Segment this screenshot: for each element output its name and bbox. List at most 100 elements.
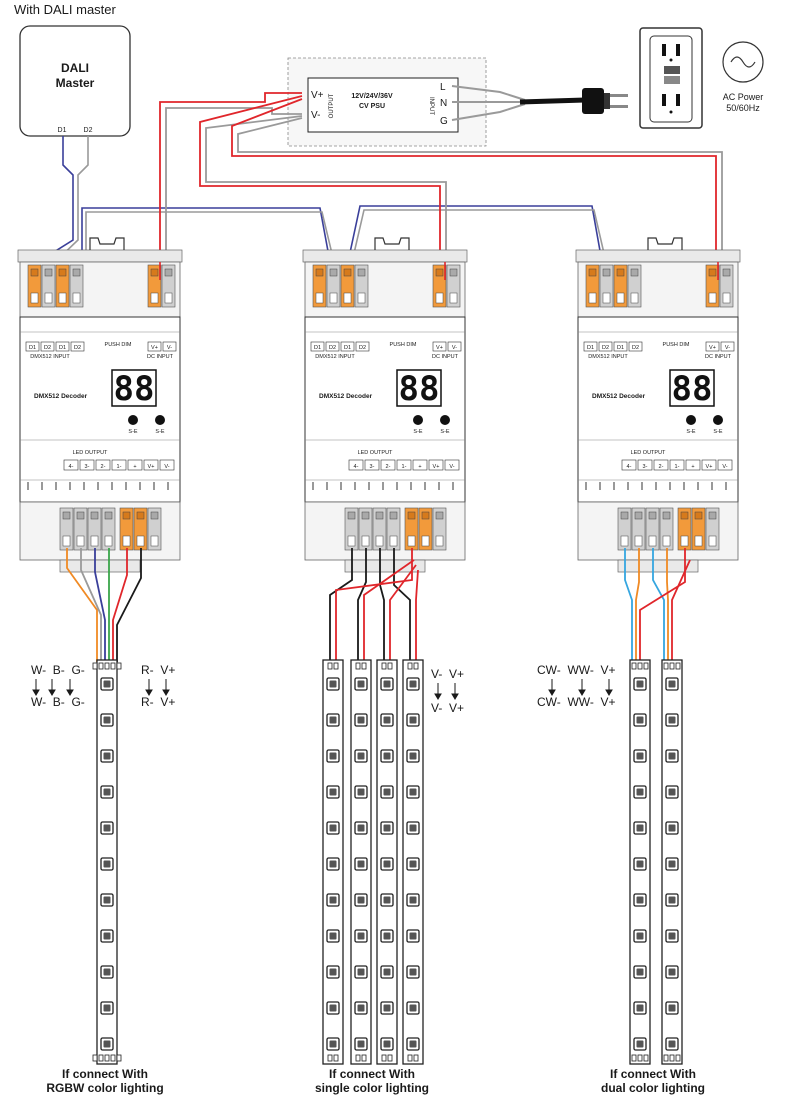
rgbw-right-top: R- V+ [141,663,175,677]
strip-pad [116,1054,122,1062]
led-chip [406,749,420,763]
led-chip [100,1037,114,1051]
strip-pad [98,1054,104,1062]
psu-out-minus: V- [311,110,320,121]
led-chip [100,713,114,727]
dc-term-box [162,341,177,352]
dmx-term-label: D2 [602,345,609,351]
psu-output-label: OUTPUT [329,93,335,118]
led-chip [380,929,394,943]
led-term-box [143,459,159,471]
segment-display: 88 [672,369,713,409]
dmx-term-box [628,341,643,352]
led-chip [380,1037,394,1051]
led-term-label: 2- [659,464,664,470]
led-chip [406,1001,420,1015]
dmx-term-box [355,341,370,352]
led-chip [633,785,647,799]
strip-pad [407,1054,413,1062]
psu-out-plus: V+ [311,90,324,101]
ac-power-label-2: 50/60Hz [726,103,760,113]
led-chip [326,677,340,691]
led-chip [326,893,340,907]
led-chip [406,1037,420,1051]
rgbw-left-bottom: W- B- G- [31,695,85,709]
led-chip [406,893,420,907]
dmx-term-box [598,341,613,352]
dali-d2-terminal: D2 [84,127,93,134]
strip-pad [407,662,413,670]
led-chip [633,929,647,943]
led-chip [100,785,114,799]
led-chip [326,1001,340,1015]
led-chip [665,785,679,799]
led-chip [100,1001,114,1015]
dmx-term-box [583,341,598,352]
led-chip [633,857,647,871]
strip-pad [104,1054,110,1062]
led-term-box [111,459,127,471]
led-term-label: 1- [117,464,122,470]
dc-term-box [147,341,162,352]
led-chip [326,713,340,727]
dual-strip-1 [629,659,651,1065]
led-term-label: 4- [69,464,74,470]
led-term-label: + [133,464,136,470]
dual-left-bottom: CW- WW- V+ [537,695,616,709]
dmx-term-label: D1 [29,345,36,351]
strip-pad [637,662,643,670]
single-strip-1 [322,659,344,1065]
led-term-label: V+ [706,464,713,470]
rgbw-right-bottom: R- V+ [141,695,175,709]
button-2-label: S-E [713,429,723,435]
led-chip [354,749,368,763]
led-chip [354,893,368,907]
strip-pad [637,1054,643,1062]
dc-term-box [447,341,462,352]
led-chip [665,929,679,943]
led-term-box [396,459,412,471]
psu-output-wires [159,92,723,262]
single-strip-4 [402,659,424,1065]
strip-pad [92,662,98,670]
led-term-box [637,459,653,471]
led-term-label: 3- [643,464,648,470]
led-chip [406,821,420,835]
strip-pad [631,662,637,670]
dc-term-label: V+ [436,345,443,351]
led-term-box [412,459,428,471]
dc-term-box [432,341,447,352]
dmx-term-label: D2 [632,345,639,351]
button-2-label: S-E [155,429,165,435]
led-term-box [717,459,733,471]
dmx-term-label: D2 [359,345,366,351]
button-1-label: S-E [413,429,423,435]
decoder-name: DMX512 Decoder [34,393,88,400]
push-dim-label: PUSH DIM [663,342,690,348]
led-term-box [685,459,701,471]
led-output-label: LED OUTPUT [73,450,108,456]
led-chip [633,821,647,835]
dual-output-wires [624,548,691,662]
decoder-3 [575,237,741,573]
dc-term-label: V- [452,345,457,351]
led-output-label: LED OUTPUT [358,450,393,456]
led-term-label: V- [722,464,727,470]
led-chip [380,677,394,691]
dmx-term-box [25,341,40,352]
strip-pad [355,1054,361,1062]
led-term-box [159,459,175,471]
led-chip [380,821,394,835]
dmx-input-label: DMX512 INPUT [315,354,355,360]
strip-pad [333,1054,339,1062]
led-chip [633,1037,647,1051]
dual-strip-2 [661,659,683,1065]
single-right-top: V- V+ [431,667,464,681]
led-chip [380,785,394,799]
led-term-label: V+ [148,464,155,470]
dmx-term-box [70,341,85,352]
strip-pad [643,662,649,670]
led-chip [100,749,114,763]
dual-left-top: CW- WW- V+ [537,663,616,677]
